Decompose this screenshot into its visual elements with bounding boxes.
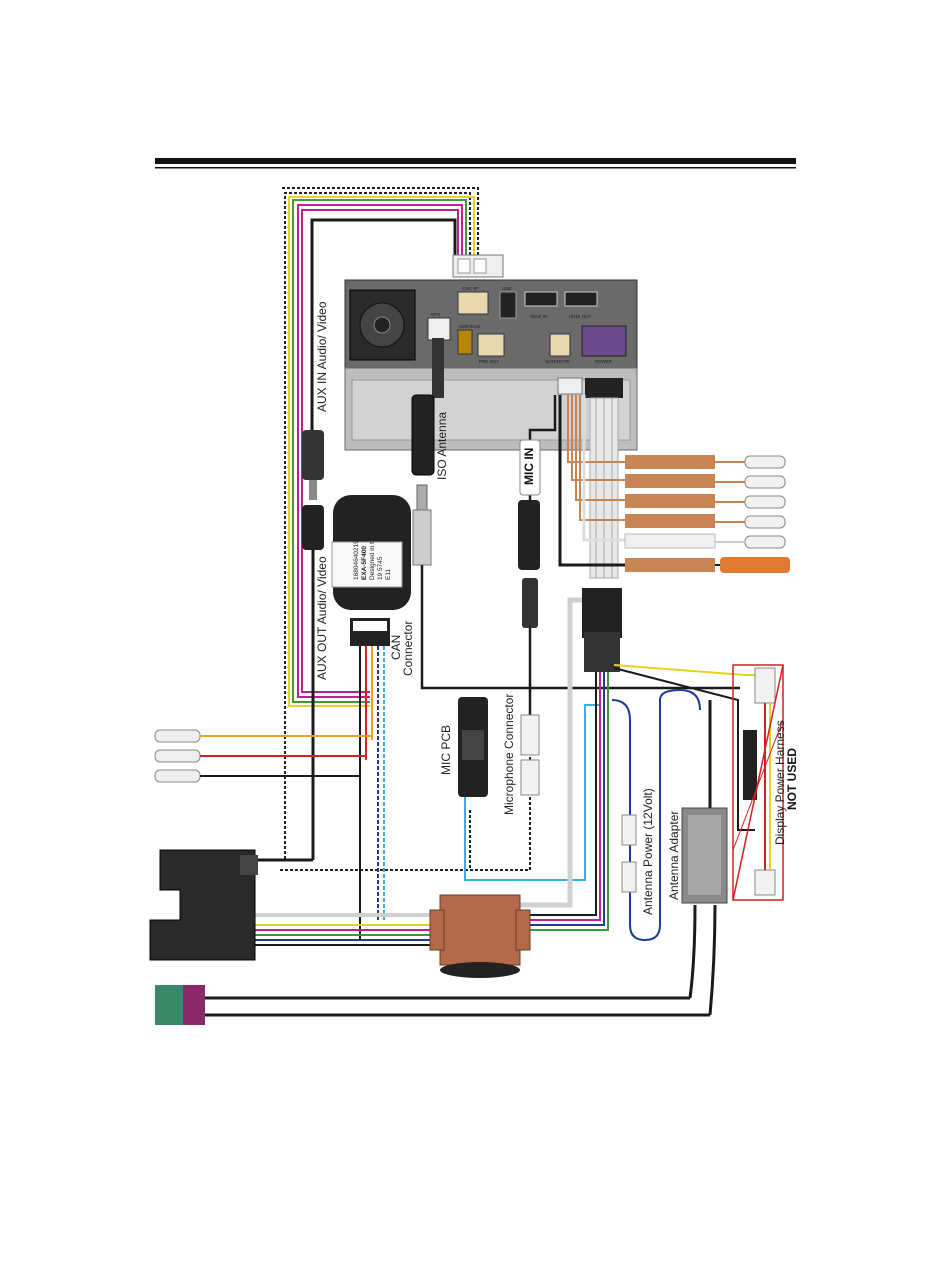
port-label-gps: GPS [431,312,441,317]
power-port [582,326,626,356]
can-box-line2: EXA-5F400 [361,546,368,580]
w-remote-port [550,334,570,356]
swc-port [458,330,472,354]
rca-remote-lead [715,557,790,573]
header-rule-thin [155,167,796,169]
power-leads-sleeves [625,455,715,572]
port-label-hdmi-in: HDMI IN [530,314,547,319]
port-label-swc: SWR/DAB [459,324,480,329]
can-connector-label-2: Connector [401,621,415,676]
antenna-power-label: Antenna Power (12Volt) [641,788,655,915]
can-box-line3: Designed in the UK [369,523,376,580]
not-used-label: NOT USED [785,748,799,810]
port-label-pre-out: PRE OUT [479,359,499,364]
aux-out-label: AUX OUT Audio/ Video [315,556,329,680]
can-connector-plug [350,618,390,646]
gps-port [428,318,450,340]
can-box-line5: E11 [385,569,392,580]
header-rule [155,158,796,164]
microphone-connector-cable [521,578,539,795]
port-label-usb: USB [502,286,511,291]
port-label-w-remote: W.REMOTE [545,359,570,364]
port-label-power: POWER [595,359,613,364]
antenna-adapter [682,700,727,903]
harness-plug [582,588,622,672]
iso-antenna-label: ISO Antenna [435,412,449,480]
antenna-adapter-label: Antenna Adapter [667,811,681,900]
hdmi-in-port [525,292,557,306]
pre-out-port [478,334,504,356]
port-label-can-ip: CAN I/P [462,286,478,291]
aux-in-label: AUX IN Audio/ Video [315,301,329,412]
can-connector-wires [360,646,384,940]
iso-block-connector [430,895,530,978]
spade-terminals [745,456,785,548]
mic-pcb-label: MIC PCB [439,725,453,775]
left-spade-terminals [155,730,372,782]
can-box-line4: 19 5745 [377,556,384,580]
fan-icon [350,290,415,360]
microphone-connector-label: Microphone Connector [502,694,516,815]
main-harness-bundle [240,600,608,945]
can-box-line1: 16804640219 [353,540,360,580]
hdmi-out-port [565,292,597,306]
lead-tails [715,462,745,542]
aux-top-connector [453,255,503,277]
can-interface-box: 16804640219 EXA-5F400 Designed in the UK… [332,495,411,610]
mic-in-label: MIC IN [522,448,536,485]
can-ip-port [458,292,488,314]
vehicle-quadlock-connector [150,850,258,960]
usb-port [500,292,516,318]
port-label-hdmi-out: HDMI OUT [569,314,591,319]
